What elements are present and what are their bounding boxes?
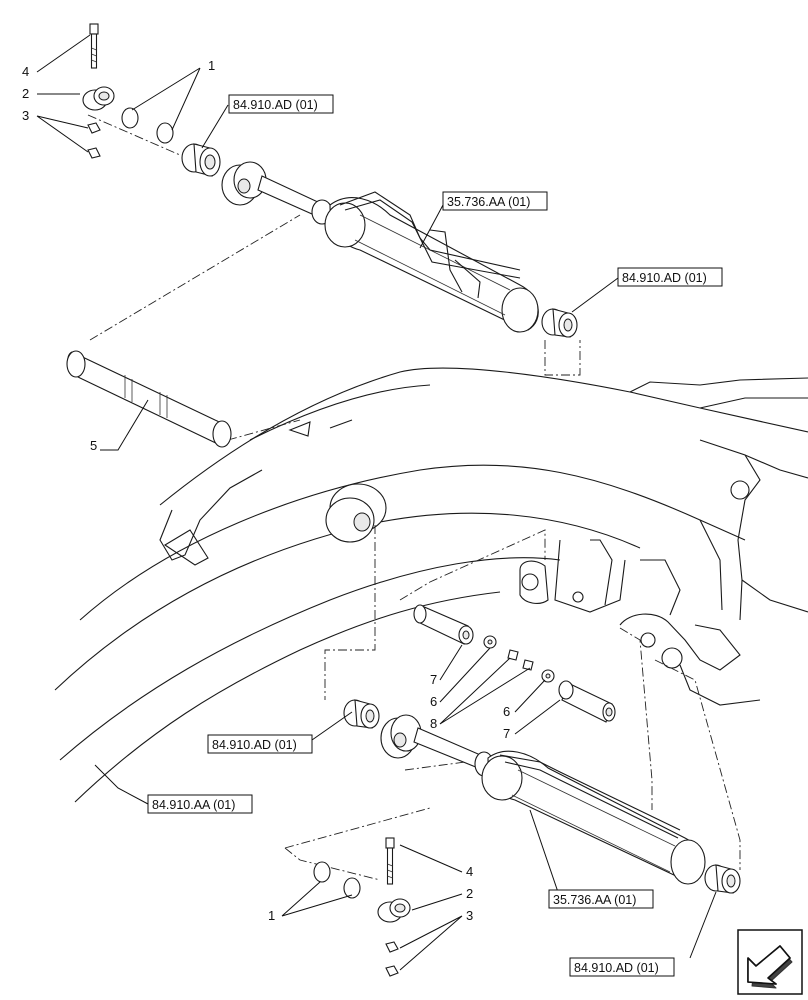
pivot-pin — [66, 350, 232, 448]
reference-ad-right-label: 84.910.AD (01) — [622, 271, 707, 285]
reference-cylinder-bottom[interactable]: 35.736.AA (01) — [548, 889, 654, 909]
reference-ad-top[interactable]: 84.910.AD (01) — [228, 94, 334, 114]
callout-3-top: 3 — [22, 108, 29, 123]
reference-aa-arm-label: 84.910.AA (01) — [152, 798, 235, 812]
collar-top — [82, 86, 115, 111]
reference-ad-bottom[interactable]: 84.910.AD (01) — [569, 957, 675, 977]
reference-cylinder-top[interactable]: 35.736.AA (01) — [442, 191, 548, 211]
pin-sleeve-right — [558, 680, 616, 723]
bushing-bottom — [704, 864, 741, 894]
reference-ad-left-label: 84.910.AD (01) — [212, 738, 297, 752]
reference-aa-arm[interactable]: 84.910.AA (01) — [147, 794, 253, 814]
leader-lines — [36, 34, 717, 971]
reference-ad-right[interactable]: 84.910.AD (01) — [617, 267, 723, 287]
callout-2-bottom: 2 — [466, 886, 473, 901]
next-page-arrow-icon[interactable] — [737, 929, 803, 995]
callout-7-left: 7 — [430, 672, 437, 687]
bolt-bottom — [385, 837, 395, 885]
collar-bottom — [377, 898, 411, 923]
bushing-right — [541, 308, 578, 338]
callout-2-top: 2 — [22, 86, 29, 101]
reference-cylinder-top-label: 35.736.AA (01) — [447, 195, 530, 209]
washer-right — [541, 669, 555, 683]
washer-left — [483, 635, 497, 649]
bolt-top — [89, 23, 99, 69]
callout-8: 8 — [430, 716, 437, 731]
reference-cylinder-bottom-label: 35.736.AA (01) — [553, 893, 636, 907]
callout-5: 5 — [90, 438, 97, 453]
boom-arm-outline — [54, 367, 808, 803]
arm-pivot-boss — [325, 483, 387, 543]
nut-bottom — [385, 941, 399, 977]
grease-fittings — [507, 649, 534, 671]
callout-4-top: 4 — [22, 64, 29, 79]
callout-7-right: 7 — [503, 726, 510, 741]
callout-6-left: 6 — [430, 694, 437, 709]
hydraulic-cylinder-top — [221, 161, 539, 333]
reference-ad-bottom-label: 84.910.AD (01) — [574, 961, 659, 975]
shims-bottom — [313, 861, 361, 899]
reference-ad-left[interactable]: 84.910.AD (01) — [207, 734, 313, 754]
callout-1-top: 1 — [208, 58, 215, 73]
reference-ad-top-label: 84.910.AD (01) — [233, 98, 318, 112]
shims-top — [121, 107, 174, 144]
assembly-lines — [87, 114, 741, 881]
hydraulic-cylinder-bottom — [380, 714, 706, 885]
nut-top — [87, 122, 101, 159]
bushing-left — [343, 699, 380, 729]
pin-sleeve-left — [413, 604, 474, 645]
bushing-top — [181, 143, 221, 177]
callout-1-bottom: 1 — [268, 908, 275, 923]
callout-numbers: 4 2 3 1 5 7 6 8 6 7 4 2 1 3 — [22, 58, 510, 923]
callout-4-bottom: 4 — [466, 864, 473, 879]
callout-6-right: 6 — [503, 704, 510, 719]
callout-3-bottom: 3 — [466, 908, 473, 923]
